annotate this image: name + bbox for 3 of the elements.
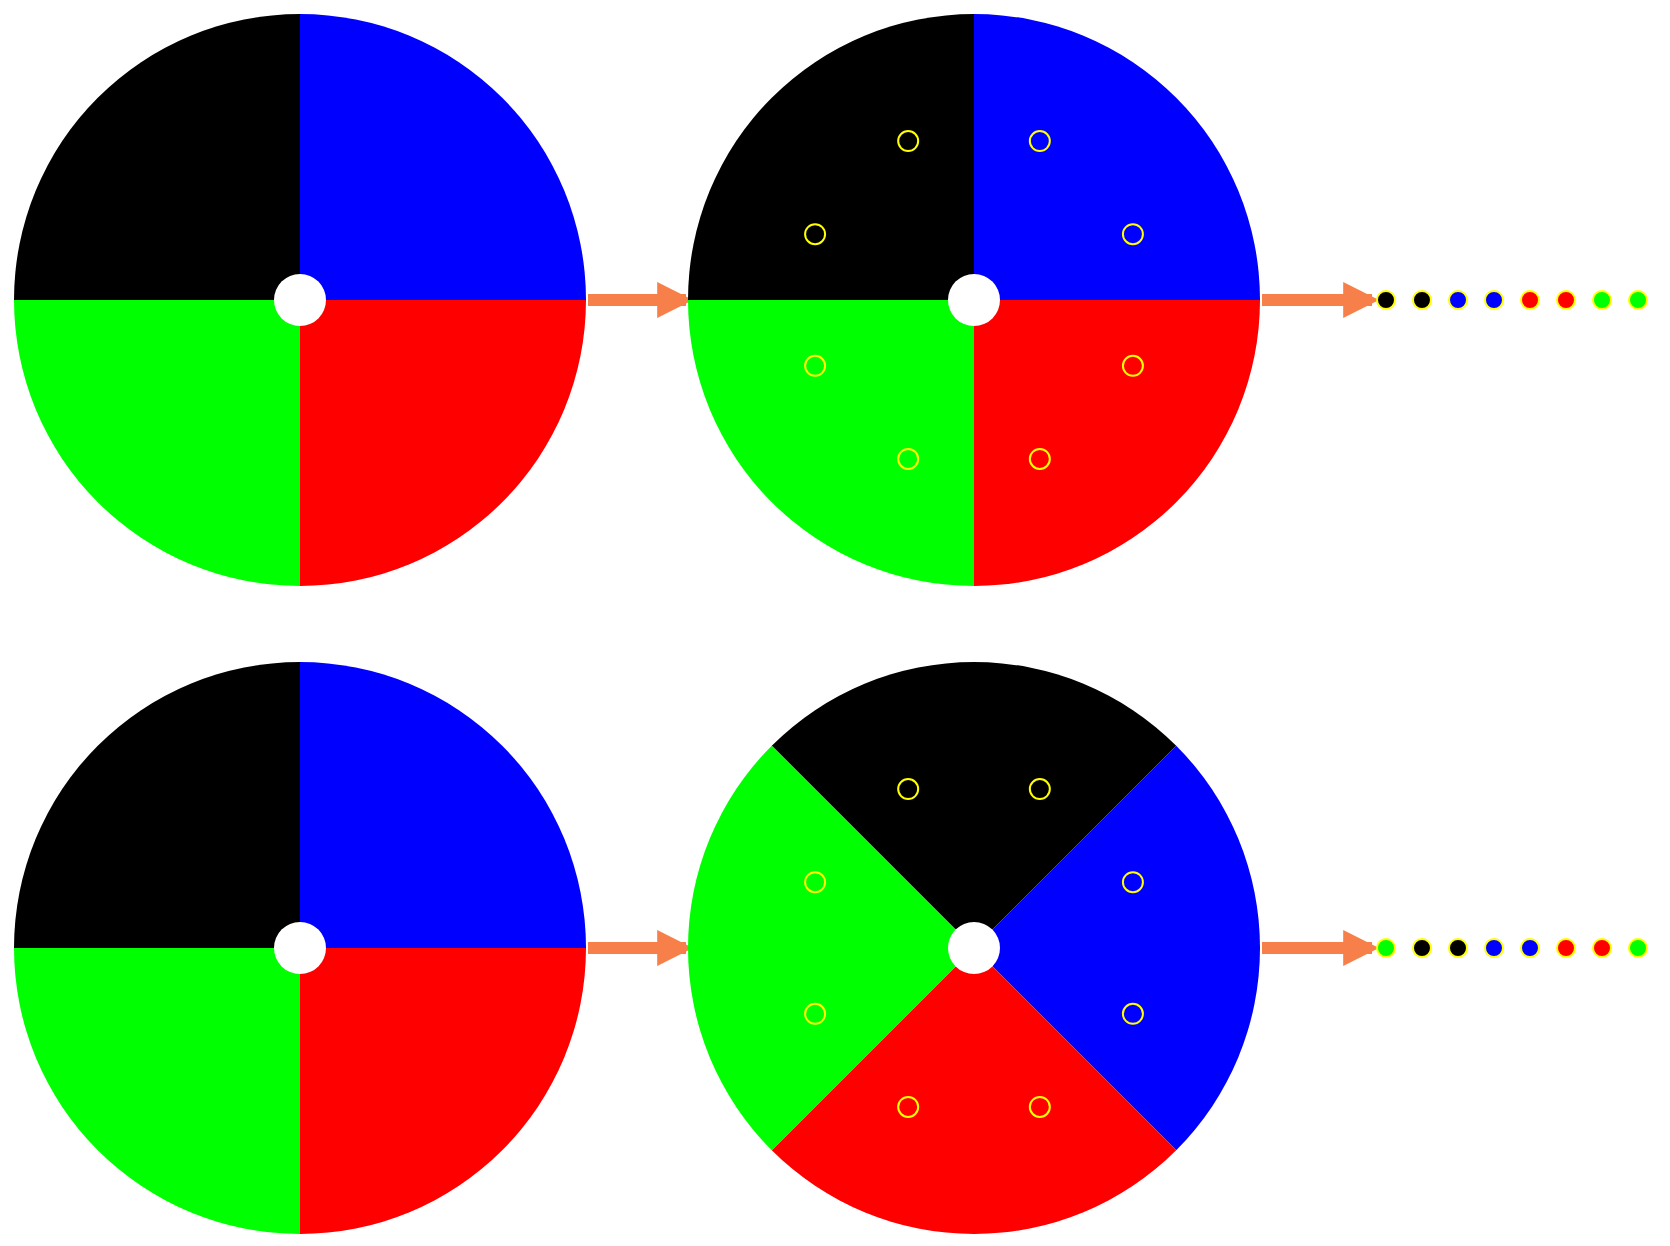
arrow [1262,282,1380,318]
arrow [588,282,694,318]
arrow [1262,930,1380,966]
